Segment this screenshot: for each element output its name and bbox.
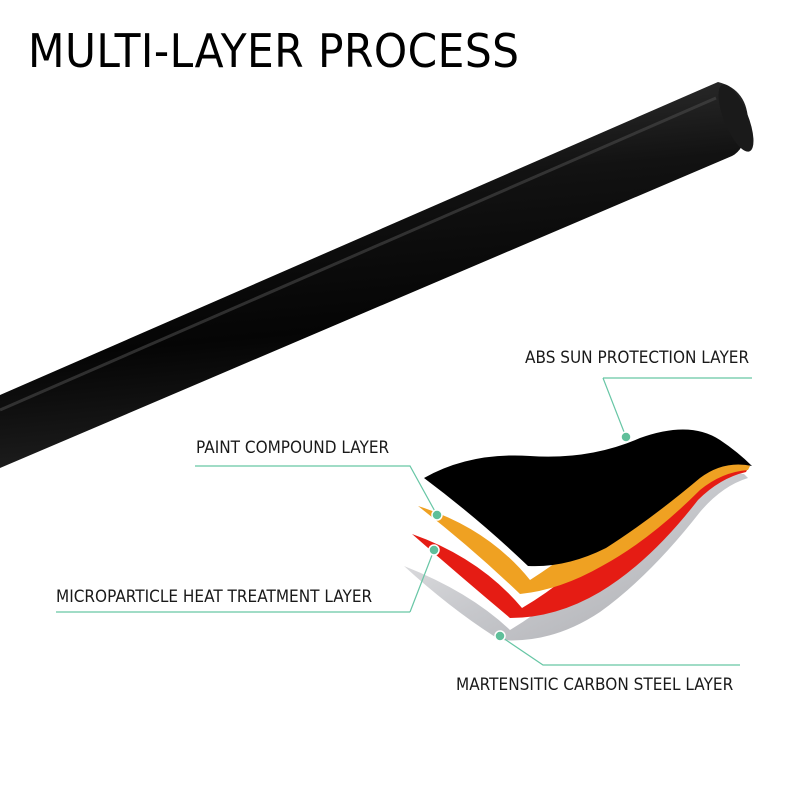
label-paint-compound-layer: PAINT COMPOUND LAYER bbox=[196, 438, 390, 458]
leader-line-abs-drop bbox=[602, 377, 627, 438]
rod-end-cap bbox=[718, 84, 754, 152]
page-title: MULTI-LAYER PROCESS bbox=[28, 24, 520, 78]
marker-abs bbox=[620, 431, 632, 443]
marker-paint bbox=[431, 509, 443, 521]
rod-highlight bbox=[0, 96, 717, 412]
rod-body bbox=[0, 82, 749, 468]
layer-sheet-abs-sun-protection bbox=[424, 429, 752, 567]
layer-stack bbox=[404, 429, 752, 641]
leader-lines bbox=[56, 377, 752, 666]
leader-line-steel bbox=[499, 635, 740, 666]
layer-markers bbox=[428, 431, 632, 642]
black-rod bbox=[0, 82, 754, 468]
label-martensitic-carbon-steel-layer: MARTENSITIC CARBON STEEL LAYER bbox=[456, 675, 734, 695]
marker-steel bbox=[494, 630, 506, 642]
label-abs-sun-protection-layer: ABS SUN PROTECTION LAYER bbox=[525, 348, 750, 368]
label-microparticle-heat-treatment-layer: MICROPARTICLE HEAT TREATMENT LAYER bbox=[56, 587, 373, 607]
leader-line-heat bbox=[409, 549, 435, 613]
leader-line-paint bbox=[195, 465, 438, 516]
marker-heat bbox=[428, 544, 440, 556]
